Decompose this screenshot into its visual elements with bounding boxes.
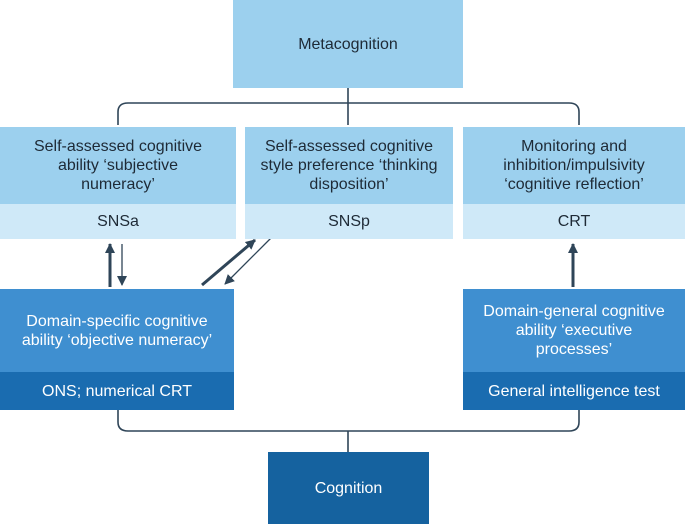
crt-label: CRT — [557, 213, 591, 230]
cognition-box: Cognition — [268, 452, 429, 524]
snsp-measure: SNSp — [245, 204, 453, 239]
cognitive-reflection-title: Monitoring and inhibition/impulsivity ‘c… — [503, 138, 645, 193]
objective-numeracy-box: Domain-specific cognitive ability ‘objec… — [0, 289, 234, 372]
cognitive-reflection-box: Monitoring and inhibition/impulsivity ‘c… — [463, 127, 685, 204]
intelligence-test-label: General intelligence test — [488, 382, 660, 400]
bottom-bracket — [117, 410, 580, 452]
cognition-label: Cognition — [314, 479, 383, 497]
metacognition-box: Metacognition — [233, 0, 463, 88]
objective-numeracy-title: Domain-specific cognitive ability ‘objec… — [21, 312, 213, 349]
ons-label: ONS; numerical CRT — [42, 382, 192, 400]
subjective-numeracy-box: Self-assessed cognitive ability ‘subject… — [0, 127, 236, 204]
thinking-disposition-title: Self-assessed cognitive style preference… — [260, 138, 438, 193]
arrow-snsp-to-ons — [224, 237, 272, 285]
arrow-ons-to-snsp — [201, 238, 256, 287]
snsp-label: SNSp — [328, 213, 370, 230]
snsa-label: SNSa — [97, 213, 139, 230]
metacognition-label: Metacognition — [298, 35, 398, 53]
executive-processes-title: Domain-general cognitive ability ‘execut… — [483, 303, 665, 358]
ons-measure: ONS; numerical CRT — [0, 372, 234, 410]
crt-measure: CRT — [463, 204, 685, 239]
executive-processes-box: Domain-general cognitive ability ‘execut… — [463, 289, 685, 372]
subjective-numeracy-title: Self-assessed cognitive ability ‘subject… — [33, 138, 203, 193]
thinking-disposition-box: Self-assessed cognitive style preference… — [245, 127, 453, 204]
intelligence-test-measure: General intelligence test — [463, 372, 685, 410]
snsa-measure: SNSa — [0, 204, 236, 239]
